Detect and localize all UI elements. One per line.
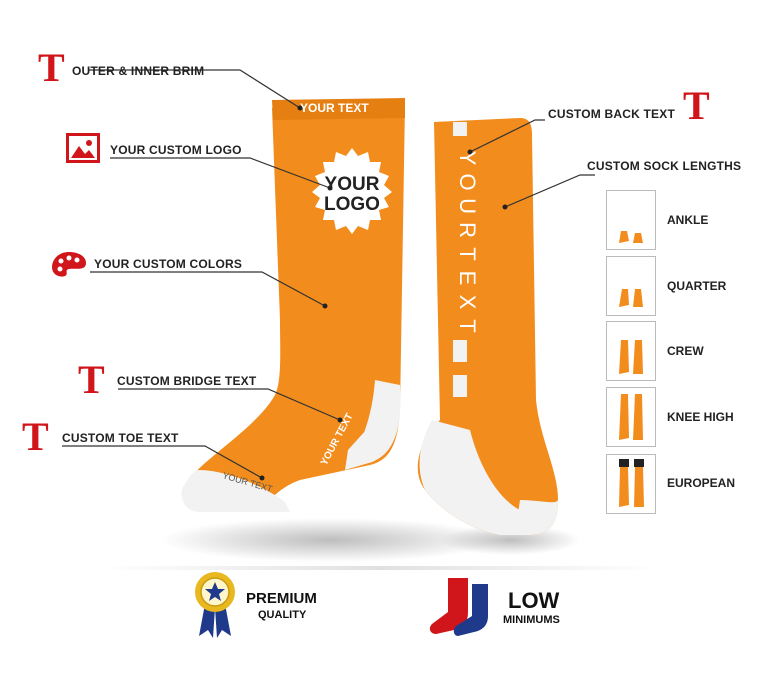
callout-bridge-text: CUSTOM BRIDGE TEXT bbox=[117, 374, 257, 388]
callout-custom-colors: YOUR CUSTOM COLORS bbox=[94, 257, 243, 271]
length-label-quarter: QUARTER bbox=[667, 279, 727, 293]
sock-icon bbox=[428, 576, 496, 643]
length-thumb-european bbox=[606, 454, 656, 514]
callout-toe-text: CUSTOM TOE TEXT bbox=[62, 431, 179, 445]
callout-back-text: CUSTOM BACK TEXT bbox=[548, 107, 675, 121]
back-text-letter: X bbox=[455, 295, 480, 310]
leader-bridge bbox=[118, 388, 341, 421]
bottom-divider bbox=[100, 566, 660, 570]
logo-line2: LOGO bbox=[324, 194, 380, 215]
letter-t-icon: T bbox=[22, 414, 49, 459]
length-label-ankle: ANKLE bbox=[667, 213, 709, 227]
logo-burst bbox=[312, 148, 392, 234]
back-toe bbox=[515, 500, 558, 535]
floor-shadow-2 bbox=[440, 525, 580, 555]
floor-shadow bbox=[160, 518, 500, 562]
length-label-european: EUROPEAN bbox=[667, 476, 736, 490]
letter-t-icon: T bbox=[38, 45, 65, 90]
leader-lengths bbox=[504, 174, 595, 208]
premium-line2: QUALITY bbox=[258, 609, 307, 621]
back-text-letter: Y bbox=[455, 151, 480, 166]
back-heel bbox=[419, 420, 530, 535]
palette-icon bbox=[50, 250, 88, 285]
back-stripe-1 bbox=[453, 340, 467, 362]
logo-line1: YOUR bbox=[325, 174, 380, 195]
low-line1: LOW bbox=[508, 588, 560, 613]
sock-icon bbox=[619, 231, 643, 243]
image-icon bbox=[66, 133, 100, 163]
leader-back-text bbox=[469, 119, 545, 153]
back-stripe-top bbox=[453, 122, 467, 136]
callout-outer-brim: OUTER & INNER BRIM bbox=[72, 64, 205, 78]
front-toe bbox=[181, 470, 290, 512]
back-text-letter: U bbox=[455, 198, 480, 214]
sock-icon bbox=[619, 394, 643, 440]
leader-brim bbox=[88, 69, 301, 109]
low-line2: MINIMUMS bbox=[503, 614, 560, 626]
leader-toe bbox=[62, 445, 263, 479]
leader-logo bbox=[110, 157, 331, 189]
callout-sock-lengths: CUSTOM SOCK LENGTHS bbox=[587, 159, 742, 173]
front-brim bbox=[272, 98, 405, 120]
sock-icon bbox=[619, 289, 643, 307]
back-text-letter: E bbox=[455, 271, 480, 286]
brim-text: YOUR TEXT bbox=[300, 101, 369, 115]
length-thumb-ankle bbox=[606, 190, 656, 250]
back-stripe-2 bbox=[453, 375, 467, 397]
back-text-letter: T bbox=[455, 247, 480, 260]
length-label-knee-high: KNEE HIGH bbox=[667, 410, 734, 424]
length-thumb-knee-high bbox=[606, 387, 656, 447]
sock-icon bbox=[619, 459, 644, 507]
sock-icon bbox=[619, 340, 643, 374]
leader-colors bbox=[90, 271, 326, 307]
back-text-letter: R bbox=[455, 222, 480, 238]
back-text-letter: O bbox=[455, 173, 480, 190]
length-label-crew: CREW bbox=[667, 344, 704, 358]
front-bridge bbox=[345, 420, 375, 470]
back-text-letter: T bbox=[455, 319, 480, 332]
premium-line1: PREMIUM bbox=[246, 590, 317, 607]
callout-custom-logo: YOUR CUSTOM LOGO bbox=[110, 143, 242, 157]
length-thumb-crew bbox=[606, 321, 656, 381]
letter-t-icon: T bbox=[78, 357, 105, 402]
letter-t-icon: T bbox=[683, 83, 710, 128]
ribbon-icon bbox=[193, 570, 237, 645]
length-thumb-quarter bbox=[606, 256, 656, 316]
